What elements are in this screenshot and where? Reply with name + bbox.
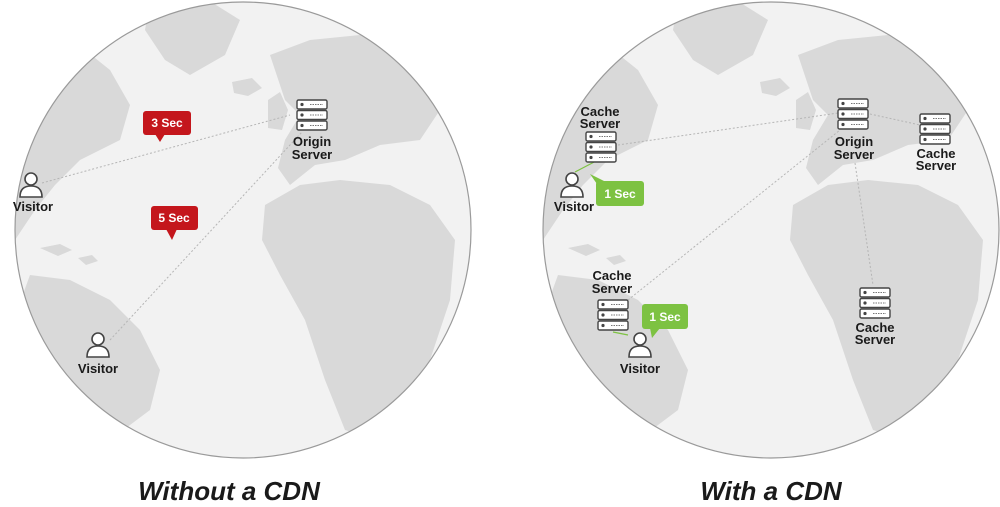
left-origin-server: Origin Server bbox=[292, 99, 332, 162]
right-origin-server: Origin Server bbox=[834, 98, 874, 162]
server-icon bbox=[859, 287, 891, 319]
right-visitor-bottom-label: Visitor bbox=[620, 361, 660, 376]
right-cache-server-east: Cache Server bbox=[916, 113, 956, 173]
svg-text:5 Sec: 5 Sec bbox=[158, 211, 190, 225]
server-icon bbox=[597, 299, 629, 331]
cache-east-label-line1: Cache bbox=[916, 146, 955, 161]
right-link-origin-southcache bbox=[854, 162, 874, 286]
cache-sw-label-line1: Cache bbox=[592, 268, 631, 283]
right-cache-server-southwest: Cache Server bbox=[592, 268, 632, 331]
server-icon bbox=[837, 98, 869, 130]
left-connection-bottom bbox=[109, 131, 303, 341]
left-latency-bubble-top: 3 Sec bbox=[143, 111, 191, 142]
svg-text:3 Sec: 3 Sec bbox=[151, 116, 183, 130]
right-latency-bubble-bottom: 1 Sec bbox=[642, 304, 688, 338]
right-origin-label-line2: Server bbox=[834, 147, 874, 162]
left-globe bbox=[14, 1, 472, 459]
svg-text:1 Sec: 1 Sec bbox=[649, 310, 681, 324]
cache-nw-label-line2: Server bbox=[580, 116, 620, 131]
server-icon bbox=[296, 99, 328, 131]
right-link-swcache-origin bbox=[627, 129, 841, 301]
cache-sw-label-line2: Server bbox=[592, 281, 632, 296]
right-cache-server-south: Cache Server bbox=[855, 287, 895, 347]
server-icon bbox=[919, 113, 951, 145]
svg-text:1 Sec: 1 Sec bbox=[604, 187, 636, 201]
left-latency-bubble-bottom: 5 Sec bbox=[151, 206, 198, 240]
left-visitor-top-label: Visitor bbox=[13, 199, 53, 214]
left-connection-top bbox=[41, 114, 291, 184]
right-link-origin-eastcache bbox=[869, 113, 921, 126]
left-caption: Without a CDN bbox=[138, 476, 320, 506]
right-origin-label-line1: Origin bbox=[835, 134, 873, 149]
cache-nw-label-line1: Cache bbox=[580, 104, 619, 119]
left-visitor-bottom: Visitor bbox=[78, 332, 118, 376]
right-visitor-bottom: Visitor bbox=[620, 332, 660, 376]
left-visitor-bottom-label: Visitor bbox=[78, 361, 118, 376]
cache-south-label-line1: Cache bbox=[855, 320, 894, 335]
right-latency-bubble-top: 1 Sec bbox=[590, 174, 644, 206]
cache-east-label-line2: Server bbox=[916, 158, 956, 173]
right-caption: With a CDN bbox=[700, 476, 842, 506]
left-origin-label-line2: Server bbox=[292, 147, 332, 162]
left-origin-label-line1: Origin bbox=[293, 134, 331, 149]
left-visitor-top: Visitor bbox=[13, 172, 53, 214]
right-visitor-top: Visitor bbox=[554, 172, 594, 214]
cache-south-label-line2: Server bbox=[855, 332, 895, 347]
right-cache-server-northwest: Cache Server bbox=[580, 104, 620, 163]
right-link-nwcache-origin bbox=[617, 112, 839, 146]
right-globe bbox=[542, 1, 1000, 459]
server-icon bbox=[585, 131, 617, 163]
right-link-visitor-swcache bbox=[612, 331, 629, 336]
right-visitor-top-label: Visitor bbox=[554, 199, 594, 214]
